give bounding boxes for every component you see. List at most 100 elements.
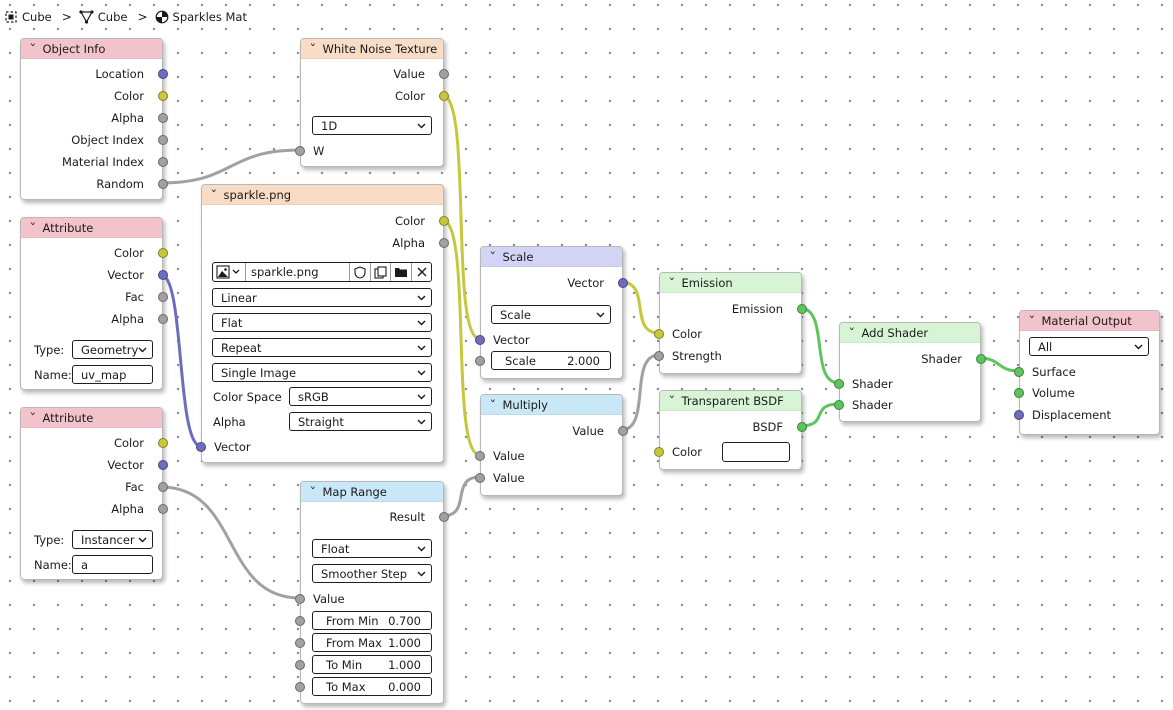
output-socket[interactable] — [158, 314, 168, 324]
chevron-down-icon[interactable]: ˅ — [489, 398, 497, 411]
node-header[interactable]: ˅Scale — [481, 247, 622, 267]
attribute-type-dropdown[interactable]: Geometry — [72, 340, 153, 359]
node-header[interactable]: ˅Add Shader — [840, 323, 980, 343]
color-space-dropdown[interactable]: sRGB — [289, 387, 432, 406]
node-header[interactable]: ˅White Noise Texture — [301, 39, 443, 59]
output-socket[interactable] — [158, 438, 168, 448]
node-header[interactable]: ˅sparkle.png — [202, 185, 443, 205]
node-header[interactable]: ˅Transparent BSDF — [660, 391, 801, 411]
input-socket[interactable] — [295, 660, 305, 670]
output-socket[interactable] — [618, 426, 628, 436]
input-socket[interactable] — [196, 442, 206, 452]
output-socket[interactable] — [439, 216, 449, 226]
node-header[interactable]: ˅Object Info — [21, 39, 162, 59]
color-swatch[interactable] — [722, 442, 790, 462]
output-socket[interactable] — [439, 238, 449, 248]
duplicate-image-button[interactable] — [371, 263, 391, 281]
node-math-multiply[interactable]: ˅Multiply Value Value Value — [475, 394, 628, 496]
attribute-name-field[interactable]: uv_map — [72, 365, 153, 384]
output-socket[interactable] — [618, 278, 628, 288]
output-socket[interactable] — [439, 91, 449, 101]
input-socket[interactable] — [1014, 410, 1024, 420]
chevron-down-icon[interactable]: ˅ — [309, 485, 317, 498]
output-socket[interactable] — [158, 135, 168, 145]
chevron-down-icon[interactable]: ˅ — [1028, 314, 1036, 327]
node-image-texture[interactable]: ˅sparkle.png Color Alpha sparkle.png Lin… — [196, 184, 449, 463]
output-socket[interactable] — [158, 157, 168, 167]
node-header[interactable]: ˅Emission — [660, 273, 801, 293]
node-object-info[interactable]: ˅Object Info Location Color Alpha Object… — [20, 38, 168, 200]
input-socket[interactable] — [654, 447, 664, 457]
output-socket[interactable] — [158, 270, 168, 280]
output-socket[interactable] — [439, 512, 449, 522]
node-header[interactable]: ˅Attribute — [21, 408, 162, 428]
breadcrumb-item-material[interactable]: Sparkles Mat — [155, 10, 247, 24]
breadcrumb-item-object[interactable]: Cube — [4, 10, 52, 24]
input-socket[interactable] — [654, 329, 664, 339]
node-map-range[interactable]: ˅Map Range Result Float Smoother Step Va… — [295, 481, 449, 704]
input-socket[interactable] — [295, 638, 305, 648]
node-header[interactable]: ˅Material Output — [1020, 311, 1159, 331]
input-socket[interactable] — [834, 379, 844, 389]
chevron-down-icon[interactable]: ˅ — [210, 188, 218, 201]
output-socket[interactable] — [158, 504, 168, 514]
image-name-field[interactable]: sparkle.png — [246, 263, 350, 281]
chevron-down-icon[interactable]: ˅ — [668, 394, 676, 407]
projection-dropdown[interactable]: Flat — [212, 313, 432, 332]
input-socket[interactable] — [654, 351, 664, 361]
data-type-dropdown[interactable]: Float — [312, 539, 432, 558]
input-socket[interactable] — [834, 400, 844, 410]
output-socket[interactable] — [158, 69, 168, 79]
interpolation-type-dropdown[interactable]: Smoother Step — [312, 564, 432, 583]
image-selector[interactable]: sparkle.png — [212, 262, 432, 282]
node-material-output[interactable]: ˅Material Output All Surface Volume Disp… — [1014, 310, 1160, 435]
node-white-noise-texture[interactable]: ˅White Noise Texture Value Color 1D W — [295, 38, 449, 167]
input-socket[interactable] — [295, 616, 305, 626]
node-attribute-1[interactable]: ˅Attribute Color Vector Fac Alpha Type: … — [20, 217, 168, 390]
output-socket[interactable] — [797, 422, 807, 432]
input-socket[interactable] — [1014, 367, 1024, 377]
output-socket[interactable] — [158, 482, 168, 492]
output-socket[interactable] — [158, 113, 168, 123]
input-socket[interactable] — [475, 473, 485, 483]
chevron-down-icon[interactable]: ˅ — [29, 221, 37, 234]
output-socket[interactable] — [976, 354, 986, 364]
chevron-down-icon[interactable]: ˅ — [29, 411, 37, 424]
node-header[interactable]: ˅Map Range — [301, 482, 443, 502]
input-socket[interactable] — [295, 594, 305, 604]
interpolation-dropdown[interactable]: Linear — [212, 288, 432, 307]
unlink-image-button[interactable] — [412, 263, 431, 281]
output-socket[interactable] — [797, 304, 807, 314]
image-browse-button[interactable] — [213, 263, 246, 281]
output-socket[interactable] — [158, 460, 168, 470]
operation-dropdown[interactable]: Scale — [491, 305, 611, 324]
target-dropdown[interactable]: All — [1029, 337, 1149, 356]
input-socket[interactable] — [295, 146, 305, 156]
open-image-button[interactable] — [391, 263, 412, 281]
alpha-mode-dropdown[interactable]: Straight — [289, 412, 432, 431]
chevron-down-icon[interactable]: ˅ — [848, 326, 856, 339]
dimensions-dropdown[interactable]: 1D — [312, 116, 432, 135]
fake-user-button[interactable] — [350, 263, 371, 281]
attribute-name-field[interactable]: a — [72, 555, 153, 574]
input-socket[interactable] — [475, 451, 485, 461]
input-socket[interactable] — [475, 356, 485, 366]
node-emission[interactable]: ˅Emission Emission Color Strength — [654, 272, 807, 374]
chevron-down-icon[interactable]: ˅ — [29, 42, 37, 55]
chevron-down-icon[interactable]: ˅ — [489, 250, 497, 263]
chevron-down-icon[interactable]: ˅ — [668, 276, 676, 289]
input-socket[interactable] — [1014, 388, 1024, 398]
node-header[interactable]: ˅Multiply — [481, 395, 622, 415]
node-transparent-bsdf[interactable]: ˅Transparent BSDF BSDF Color — [654, 390, 807, 470]
chevron-down-icon[interactable]: ˅ — [309, 42, 317, 55]
output-socket[interactable] — [158, 248, 168, 258]
node-attribute-2[interactable]: ˅Attribute Color Vector Fac Alpha Type: … — [20, 407, 168, 580]
attribute-type-dropdown[interactable]: Instancer — [72, 530, 153, 549]
node-header[interactable]: ˅Attribute — [21, 218, 162, 238]
output-socket[interactable] — [158, 179, 168, 189]
